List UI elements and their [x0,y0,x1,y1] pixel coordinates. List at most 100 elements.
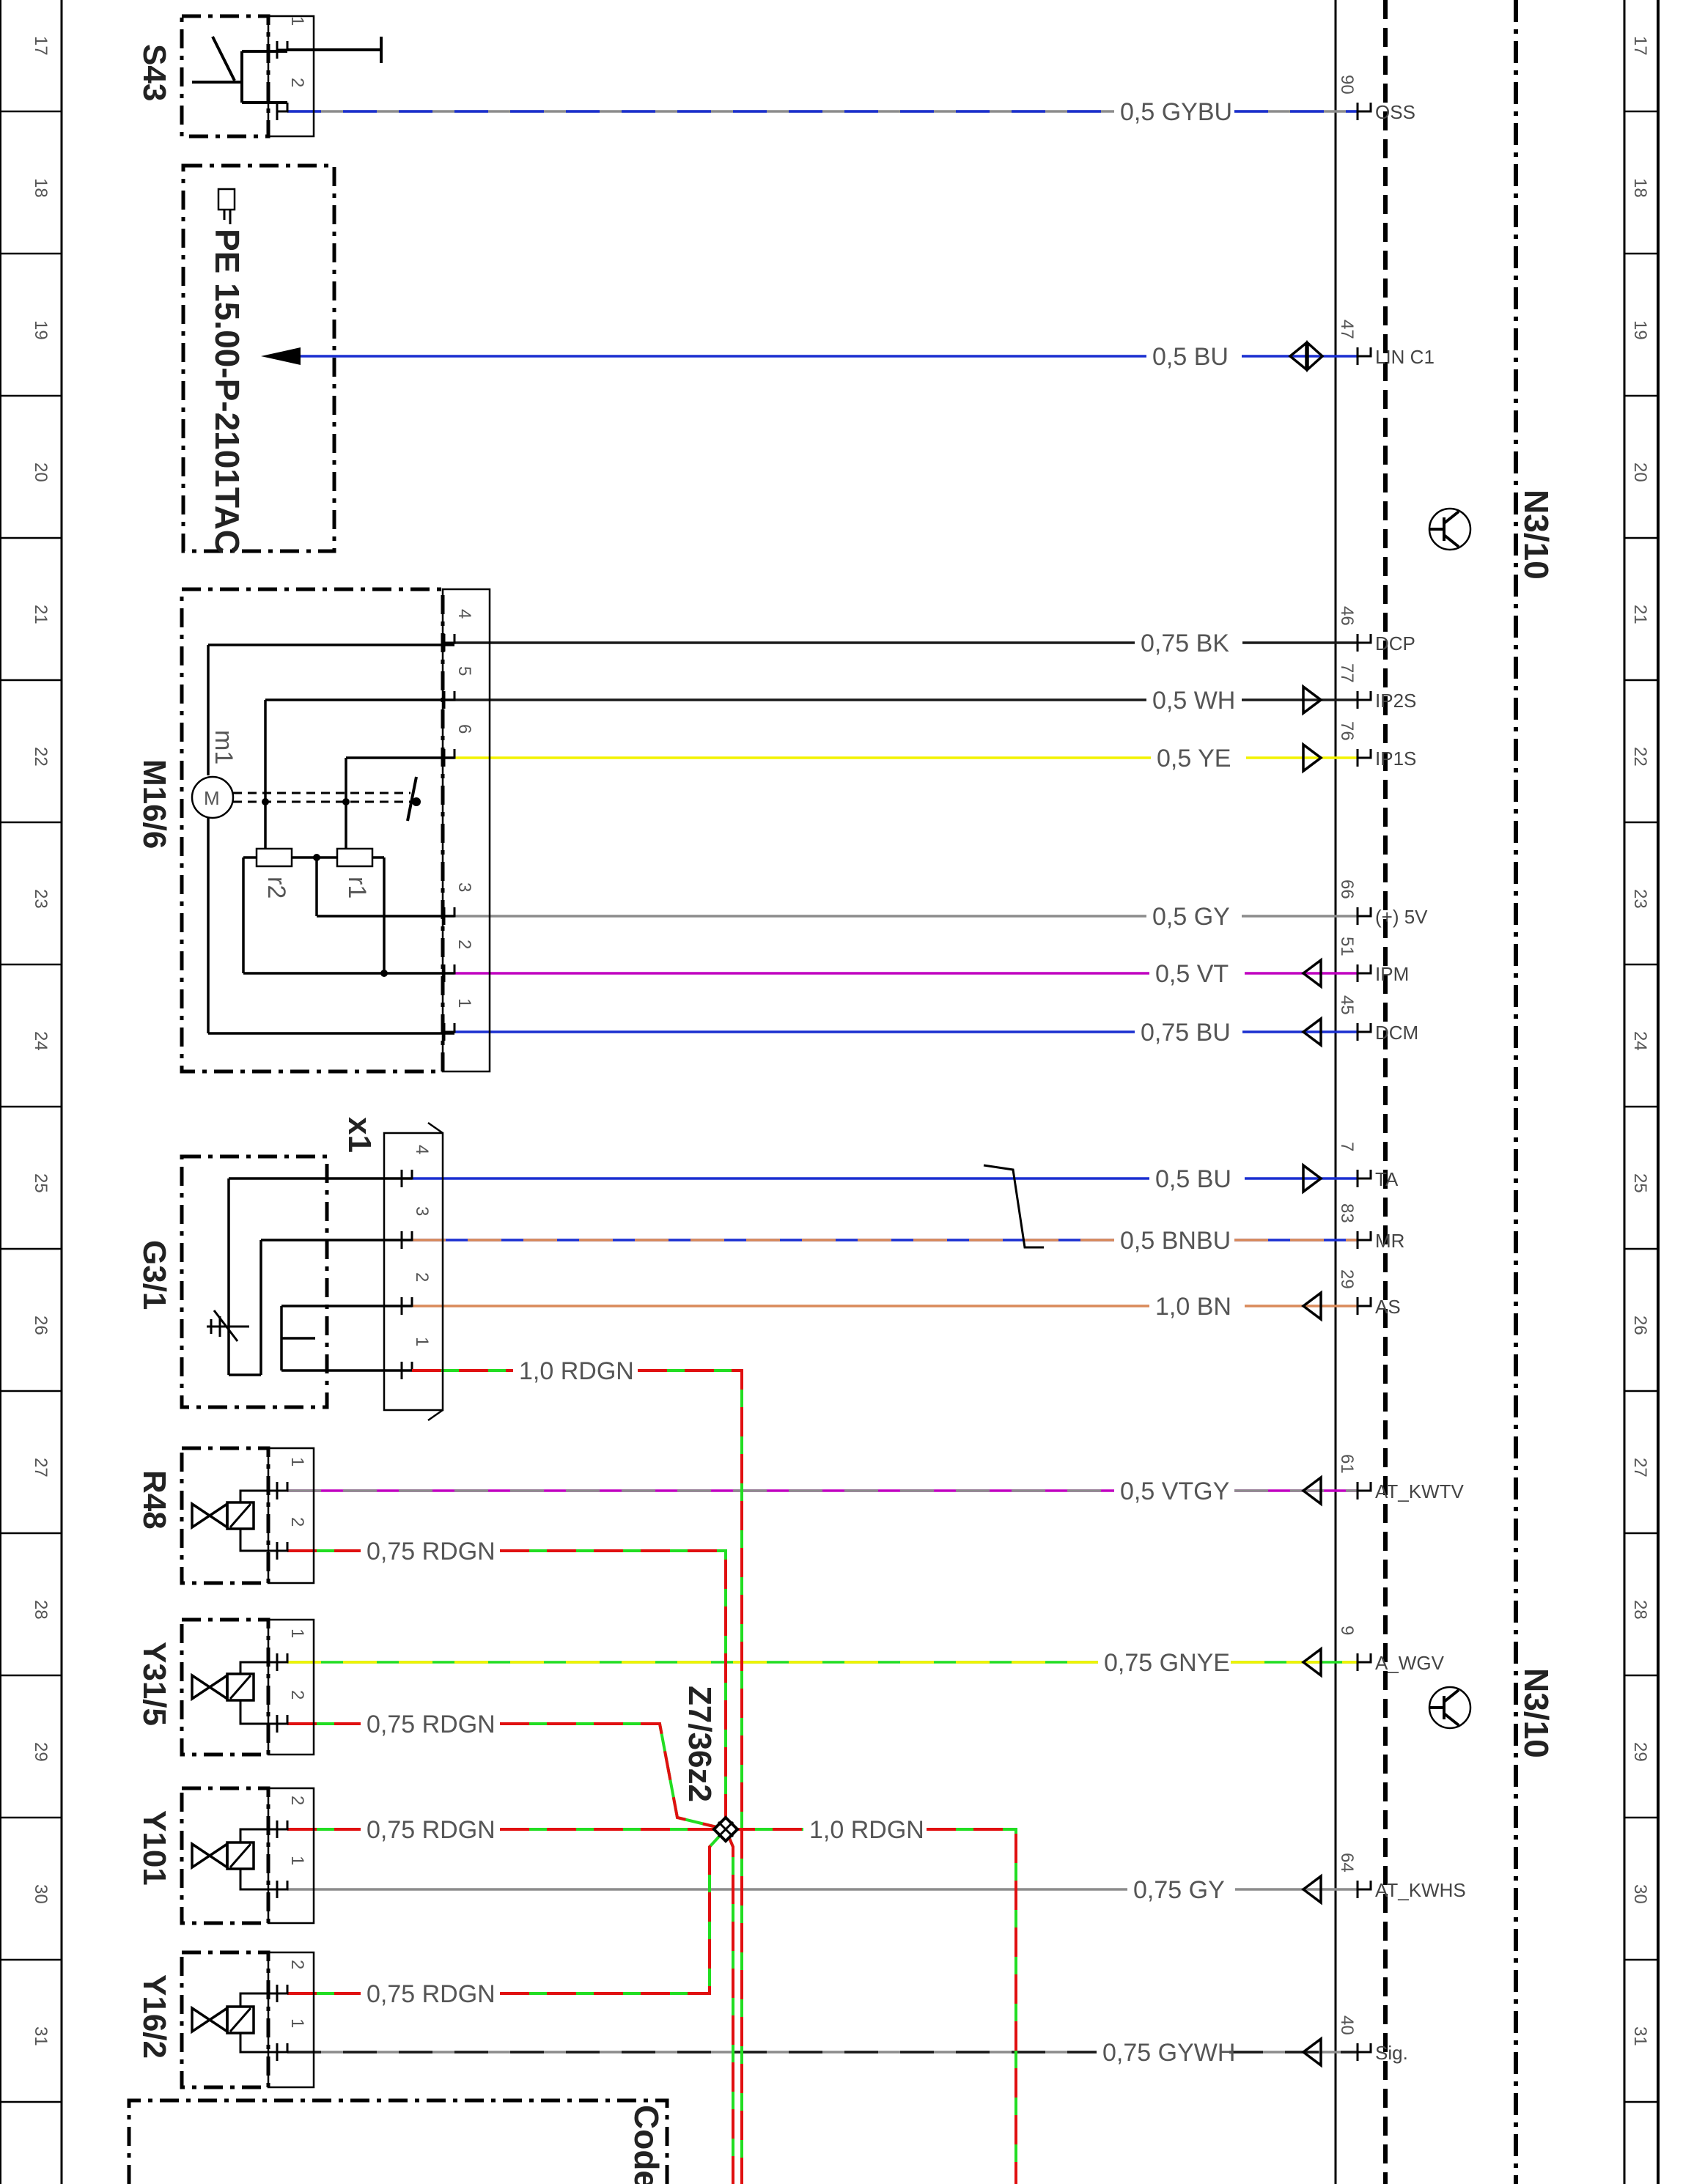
pin-number: 2 [412,1272,432,1282]
direction-arrow-icon [1301,1475,1322,1507]
row-number: 27 [31,1458,51,1477]
wire-label: 0,75 RDGN [367,1816,496,1844]
twisted-pair-marker [983,1164,1044,1249]
row-number: 18 [1630,178,1650,198]
pin-number: 90 [1337,75,1357,95]
pin-number: 4 [454,609,474,619]
row-number: 25 [31,1173,51,1193]
transistor-icon [1428,507,1472,551]
row-number: 26 [1630,1316,1650,1335]
row-number: 31 [31,2026,51,2046]
m16-6-label: M16/6 [136,759,172,849]
bidirectional-arrow-icon [1288,340,1308,372]
pin-number: 2 [287,1517,307,1527]
signal-name: DCP [1375,632,1415,654]
pin-number: 66 [1337,879,1357,899]
row-number: 20 [31,462,51,482]
pin-number: 2 [287,1690,307,1700]
s43-label: S43 [136,44,172,101]
reference-arrow-icon [261,347,301,365]
motor-symbol: M [204,787,220,809]
pin-number: 9 [1337,1626,1357,1635]
pin-number: 61 [1337,1454,1357,1474]
transistor-icon [1428,1686,1472,1730]
pin-number: 77 [1337,663,1357,683]
pin-number: 1 [287,1856,307,1865]
row-number: 30 [31,1884,51,1904]
row-number: 28 [31,1600,51,1620]
wire-label: 0,5 BU [1152,343,1229,371]
row-number: 27 [1630,1458,1650,1477]
r1-label: r1 [343,877,371,899]
sensor-coil-icon [207,1310,249,1342]
wire-label: 0,5 BU [1155,1165,1231,1193]
pin-number: 51 [1337,937,1357,956]
wire-label: 0,5 BNBU [1120,1227,1231,1255]
signal-name: IP2S [1375,690,1416,712]
row-number: 20 [1630,462,1650,482]
reference-box: PE 15.00-P-2101TAC [181,163,336,554]
signal-name: MR [1375,1230,1404,1252]
row-number: 22 [31,747,51,767]
signal-name: IP1S [1375,748,1416,770]
signal-name: TA [1375,1168,1399,1190]
pin-number: 1 [287,1457,307,1467]
g3-1-sensor: x1 G3/1 [136,1117,444,1422]
pin-number: 6 [454,724,474,734]
pin-number: 1 [412,1337,432,1346]
row-number: 17 [31,36,51,56]
pin-number: 46 [1337,606,1357,626]
signal-name: LIN C1 [1375,346,1435,368]
pin-number: 2 [287,78,307,87]
wire-label: 0,75 RDGN [367,1538,496,1565]
valve-label: Y16/2 [136,1974,172,2059]
pin-number: 3 [412,1206,432,1216]
pin-number: 76 [1337,721,1357,741]
pin-number: 1 [287,16,307,26]
row-number: 19 [31,320,51,340]
direction-arrow-icon [1302,1162,1323,1195]
wire-label: 0,5 YE [1157,745,1231,772]
signal-name: DCM [1375,1022,1418,1044]
reference-label: PE 15.00-P-2101TAC [208,229,246,554]
wire-label: 0,75 GY [1133,1876,1225,1904]
resistor-r1-icon [336,847,374,868]
wire-label: 1,0 BN [1155,1293,1231,1321]
row-number: 28 [1630,1600,1650,1620]
signal-name: AT_KWHS [1375,1879,1466,1901]
signal-name: Sig. [1375,2042,1408,2064]
signal-name: AT_KWTV [1375,1480,1465,1502]
row-number: 31 [1630,2026,1650,2046]
row-number: 22 [1630,747,1650,767]
row-number: 21 [31,605,51,624]
pin-number: 4 [412,1145,432,1154]
pin-number: 1 [454,998,474,1008]
row-number: 29 [31,1742,51,1762]
direction-arrow-icon [1301,2036,1322,2068]
pin-number: 2 [454,940,474,949]
wire-label: 0,75 GNYE [1104,1649,1230,1677]
pin-number: 47 [1337,320,1357,339]
wire-label: 0,75 RDGN [367,1980,496,2008]
signal-name: OSS [1375,101,1415,123]
direction-arrow-icon [1302,742,1323,774]
direction-arrow-icon [1302,684,1323,716]
hand-pointer-icon [217,188,236,224]
valve-label: Y101 [136,1810,172,1886]
wire-label: 1,0 RDGN [519,1357,634,1385]
wire-label: 0,75 BU [1141,1019,1231,1047]
wire-label: 0,5 WH [1152,687,1235,715]
wire-label: 0,75 BK [1141,630,1229,657]
row-number: 18 [31,178,51,198]
direction-arrow-icon [1301,957,1322,989]
resistor-r2-icon [255,847,293,868]
